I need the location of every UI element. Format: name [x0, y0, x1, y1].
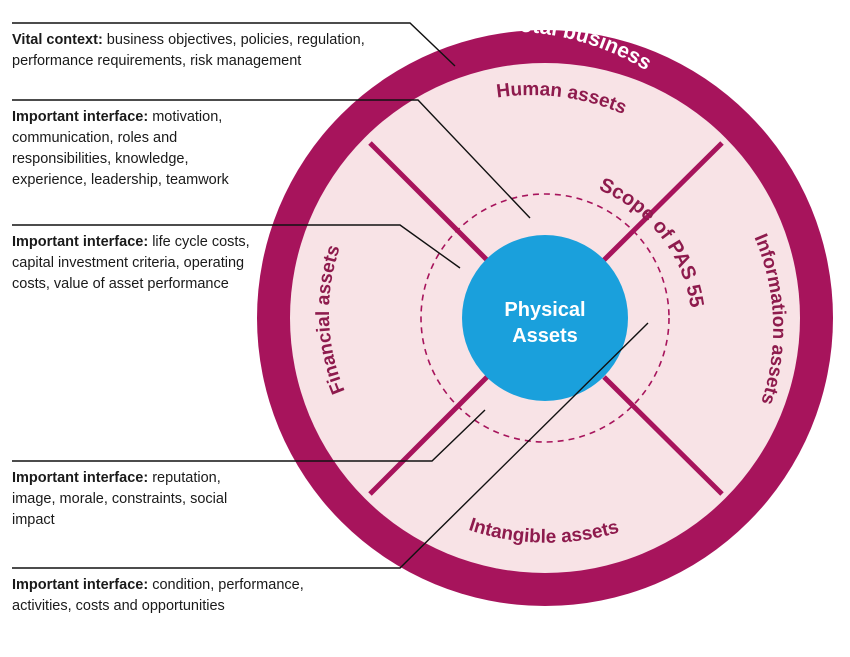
- callout-line-physical: [12, 322, 649, 569]
- core-label-line1: Physical: [504, 299, 585, 321]
- note-body: motivation, communication, roles and res…: [12, 109, 229, 188]
- note-human-interface: Important interface: motivation, communi…: [12, 107, 262, 191]
- divider-top-left: [368, 141, 489, 262]
- divider-bottom-left: [368, 375, 489, 496]
- note-title: Vital context:: [12, 32, 103, 48]
- scope-circle: [420, 193, 670, 443]
- divider-bottom-right: [602, 375, 724, 496]
- note-intangible-interface: Important interface: reputation, image, …: [12, 468, 262, 531]
- note-body: business objectives, policies, regulatio…: [12, 32, 365, 69]
- note-title: Important interface:: [12, 470, 149, 486]
- callout-line-human: [12, 99, 531, 219]
- note-body: condition, performance, activities, cost…: [12, 577, 304, 614]
- divider-top-right: [602, 141, 724, 262]
- note-title: Important interface:: [12, 577, 149, 593]
- note-title: Important interface:: [12, 234, 149, 250]
- note-physical-interface: Important interface: condition, performa…: [12, 575, 352, 617]
- note-body: reputation, image, morale, constraints, …: [12, 470, 228, 528]
- callout-line-financial: [12, 224, 461, 269]
- core-label-line2: Assets: [512, 325, 578, 347]
- note-vital-context: Vital context: business objectives, poli…: [12, 30, 404, 72]
- note-body: life cycle costs, capital investment cri…: [12, 234, 250, 292]
- note-financial-interface: Important interface: life cycle costs, c…: [12, 232, 272, 295]
- physical-assets-core: [462, 235, 628, 401]
- note-title: Important interface:: [12, 109, 149, 125]
- callout-line-intangible: [12, 409, 486, 462]
- callout-line-vital-context: [12, 22, 456, 67]
